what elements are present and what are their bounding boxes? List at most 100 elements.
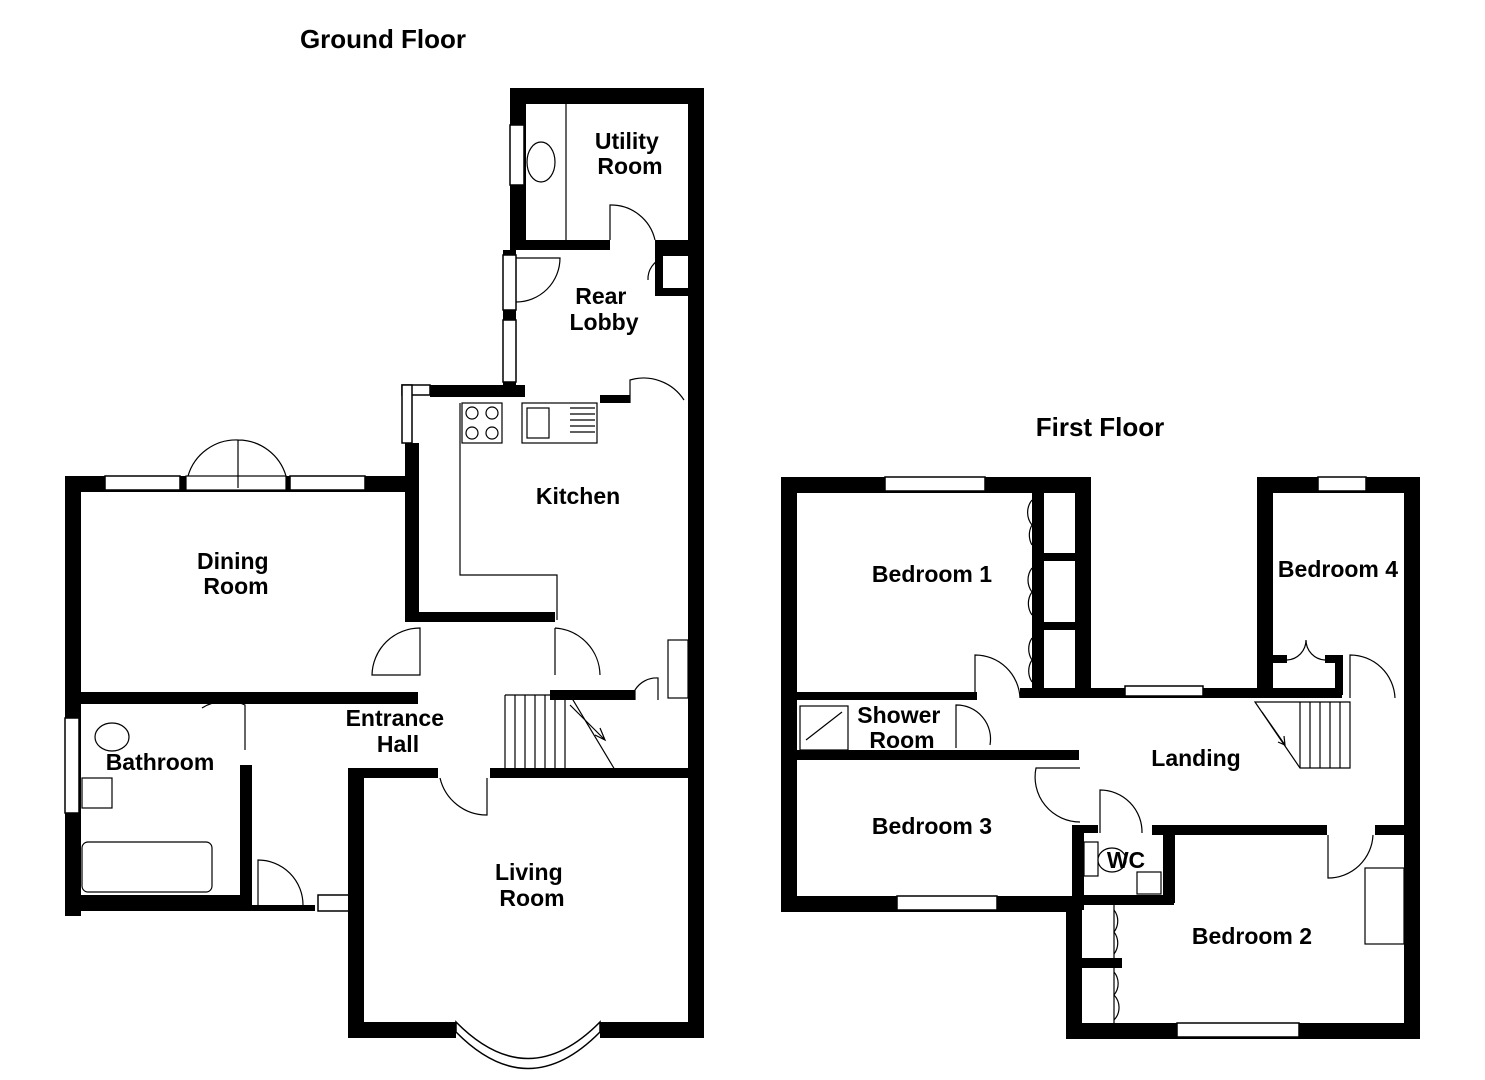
door-swing — [371, 627, 421, 676]
ground-floor: Ground Floor Utility Room Rear Lobby — [64, 24, 704, 1070]
window — [502, 254, 517, 311]
wardrobe-wall — [1257, 655, 1287, 663]
wall — [81, 692, 418, 704]
first-floor-title: First Floor — [1036, 412, 1165, 442]
sink-bowl — [526, 407, 550, 439]
door-swing — [974, 654, 1021, 699]
wall — [688, 88, 704, 1038]
door-swing — [1327, 834, 1374, 879]
door-swing — [187, 439, 287, 488]
wall — [550, 690, 635, 700]
room-label-bedroom-1: Bedroom 1 — [872, 561, 992, 587]
window — [64, 717, 80, 814]
toilet-icon — [94, 722, 130, 752]
wardrobe-wall — [1325, 655, 1343, 663]
wall — [65, 476, 81, 916]
door-swing — [257, 859, 304, 906]
room-label-bathroom: Bathroom — [106, 749, 215, 775]
basin-icon — [81, 777, 113, 809]
door-swing — [439, 777, 488, 816]
wall — [1152, 825, 1327, 835]
window — [509, 124, 525, 186]
wall — [490, 768, 688, 778]
wall — [348, 1022, 456, 1038]
wall — [797, 750, 1079, 760]
bath-icon — [81, 841, 213, 893]
wall — [1072, 825, 1084, 910]
window — [1176, 1022, 1300, 1038]
cistern — [1083, 841, 1099, 877]
basin-icon — [1136, 871, 1162, 895]
window — [884, 476, 986, 492]
ground-floor-title: Ground Floor — [300, 24, 466, 54]
cupboard — [1364, 867, 1405, 945]
staircase-outline — [1253, 701, 1351, 769]
wall — [348, 768, 364, 1038]
wall — [510, 240, 610, 250]
sink-icon — [526, 141, 556, 183]
appliance — [667, 639, 689, 699]
room-label-entrance-hall: Entrance Hall — [346, 705, 451, 757]
room-label-bedroom-4: Bedroom 4 — [1278, 556, 1398, 582]
stair-arrow — [569, 704, 607, 742]
cupboard-wall — [655, 248, 688, 256]
french-doors — [185, 475, 287, 491]
door-swing — [609, 204, 656, 241]
wall — [348, 768, 438, 778]
window — [317, 894, 351, 912]
wall — [405, 443, 419, 620]
staircase-outline — [505, 694, 616, 771]
wall — [1257, 688, 1342, 698]
window — [289, 475, 366, 491]
wardrobe-wall — [1032, 553, 1077, 561]
wardrobe-door — [1286, 639, 1326, 661]
window — [1124, 685, 1204, 697]
room-label-shower-room: Shower Room — [857, 702, 946, 753]
wall — [250, 905, 315, 911]
wall — [797, 692, 977, 700]
wall — [240, 765, 252, 910]
wardrobe-wall — [1032, 490, 1044, 690]
bay-window — [455, 1020, 601, 1070]
wall — [1084, 895, 1174, 905]
window — [104, 475, 181, 491]
staircase — [504, 695, 566, 770]
drainer-lines — [570, 407, 595, 433]
room-label-dining-room: Dining Room — [197, 548, 275, 599]
wall — [1075, 477, 1091, 692]
window — [401, 384, 413, 444]
door-swing — [955, 704, 992, 748]
door-swing — [554, 627, 601, 676]
shower-line — [805, 711, 843, 741]
room-label-utility-room: Utility Room — [595, 128, 665, 179]
wall — [1257, 477, 1273, 692]
room-label-bedroom-3: Bedroom 3 — [872, 813, 992, 839]
window — [502, 319, 517, 383]
wardrobe-door — [1027, 567, 1033, 616]
wall — [1375, 825, 1405, 835]
room-label-landing: Landing — [1151, 745, 1240, 771]
door-swing — [629, 377, 685, 403]
wall — [65, 895, 250, 911]
wardrobe-wall — [1335, 655, 1343, 695]
room-label-living-room: Living Room — [495, 859, 569, 911]
room-label-rear-lobby: Rear Lobby — [570, 283, 639, 335]
window — [1317, 476, 1367, 492]
hob-icon — [461, 402, 503, 444]
wall — [655, 240, 688, 250]
first-floor: First Floor Bedroom 1 Bedroom 4 — [781, 412, 1420, 1039]
wall — [1078, 825, 1098, 833]
stair-arrow — [1261, 711, 1286, 746]
toilet-icon — [1097, 847, 1127, 873]
wall — [1404, 477, 1420, 1039]
wall — [600, 395, 630, 403]
cupboard-wall — [655, 250, 663, 295]
wardrobe-door — [1027, 499, 1033, 546]
door-swing — [1349, 654, 1396, 699]
hob-ring — [485, 426, 499, 440]
wardrobe-wall — [1032, 622, 1077, 630]
door-swing — [1034, 767, 1081, 823]
wall — [430, 385, 525, 397]
worktop-line — [459, 403, 558, 620]
